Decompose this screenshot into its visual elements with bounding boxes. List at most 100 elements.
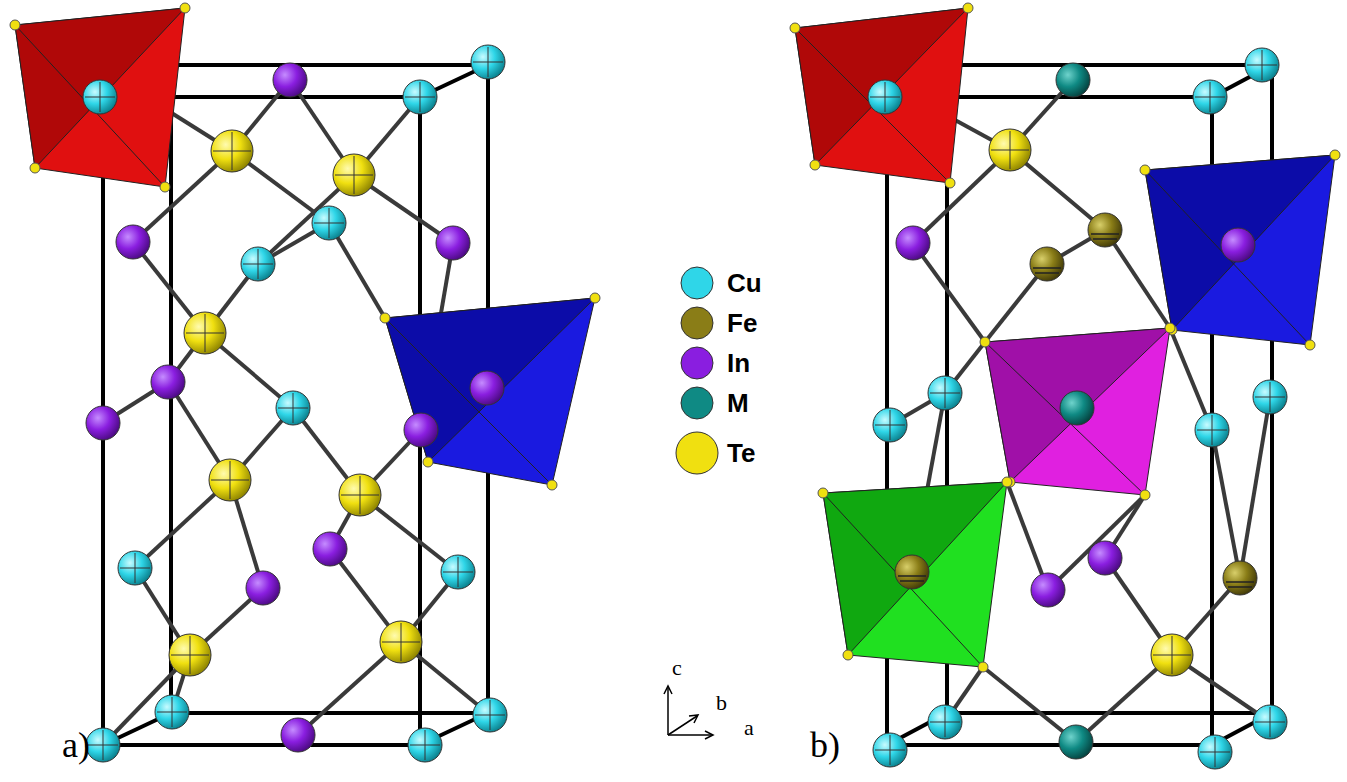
- tetrahedron: [795, 8, 968, 183]
- atom: [1060, 391, 1094, 425]
- atom: [241, 247, 275, 281]
- atom: [86, 406, 120, 440]
- atom-mark: [875, 735, 905, 765]
- tetrahedron-face: [795, 8, 968, 165]
- atom-mark: [991, 131, 1029, 169]
- atom-mark: [875, 410, 905, 440]
- atom: [408, 728, 442, 762]
- legend-text: In: [727, 350, 750, 376]
- te-vertex: [1165, 323, 1175, 333]
- atom: [281, 718, 315, 752]
- axis-label: c: [672, 657, 682, 679]
- atom: [896, 226, 930, 260]
- atom-mark: [211, 461, 249, 499]
- atom: [209, 459, 251, 501]
- cell-edge: [171, 711, 488, 715]
- tetrahedron-edge: [385, 318, 552, 485]
- atom-mark: [1153, 636, 1191, 674]
- axis-label: b: [716, 692, 727, 714]
- tetrahedron-edge: [15, 25, 165, 187]
- tetrahedron: [1145, 155, 1335, 345]
- panel-label: b): [810, 727, 840, 763]
- axis-label: a: [744, 717, 754, 739]
- te-vertex: [590, 293, 600, 303]
- atom: [1193, 80, 1227, 114]
- atom-mark: [213, 132, 251, 170]
- atom: [380, 621, 422, 663]
- atom-mark: [1033, 268, 1061, 273]
- atom: [83, 80, 117, 114]
- te-vertex: [980, 337, 990, 347]
- te-vertex: [843, 650, 853, 660]
- tetrahedron: [385, 298, 595, 485]
- tetrahedron-edge: [985, 342, 1145, 495]
- te-vertex: [810, 160, 820, 170]
- atom: [246, 571, 280, 605]
- tetrahedron: [823, 482, 1007, 667]
- atom-mark: [314, 208, 344, 238]
- te-vertex: [818, 488, 828, 498]
- te-vertex: [1140, 165, 1150, 175]
- legend-text: Te: [727, 440, 755, 466]
- tetrahedron: [15, 8, 185, 187]
- tetrahedron-face: [1145, 155, 1335, 330]
- atom: [86, 728, 120, 762]
- atom: [1088, 213, 1122, 247]
- atom: [1059, 725, 1093, 759]
- tetrahedron-face: [15, 8, 185, 168]
- te-vertex: [380, 313, 390, 323]
- atom: [118, 551, 152, 585]
- atom-mark: [243, 249, 273, 279]
- legend-swatch: [676, 432, 718, 474]
- atom: [1031, 573, 1065, 607]
- legend-swatch: [681, 347, 713, 379]
- atom: [1151, 634, 1193, 676]
- legend-text: M: [727, 390, 749, 416]
- te-vertex: [180, 3, 190, 13]
- atom-mark: [157, 697, 187, 727]
- atom-mark: [870, 82, 900, 112]
- panel-label: a): [62, 727, 90, 763]
- te-vertex: [423, 457, 433, 467]
- atom-mark: [475, 700, 505, 730]
- atom-mark: [171, 636, 209, 674]
- atom-mark: [88, 730, 118, 760]
- atom: [1030, 247, 1064, 281]
- atom: [1253, 380, 1287, 414]
- atom: [211, 130, 253, 172]
- bond: [1048, 495, 1145, 590]
- te-vertex: [963, 3, 973, 13]
- atom-mark: [1197, 415, 1227, 445]
- cell-edge: [171, 63, 488, 67]
- atom-mark: [382, 623, 420, 661]
- te-vertex: [30, 163, 40, 173]
- bond: [983, 667, 1076, 742]
- atom: [1253, 705, 1287, 739]
- te-vertex: [1140, 490, 1150, 500]
- te-vertex: [160, 182, 170, 192]
- atom-mark: [1255, 707, 1285, 737]
- atom-mark: [1255, 382, 1285, 412]
- tetrahedron-edge: [1145, 170, 1310, 345]
- bond: [1212, 430, 1240, 578]
- atom: [471, 45, 505, 79]
- atom: [873, 733, 907, 767]
- atom: [1088, 541, 1122, 575]
- bond: [913, 243, 985, 342]
- cell-edge: [947, 63, 1272, 67]
- atom: [339, 474, 381, 516]
- tetrahedron-face: [985, 328, 1170, 482]
- te-vertex: [10, 20, 20, 30]
- atom: [441, 555, 475, 589]
- atom: [1221, 228, 1255, 262]
- atom-mark: [405, 82, 435, 112]
- atom-mark: [341, 476, 379, 514]
- atom-mark: [1091, 234, 1119, 239]
- atom: [404, 413, 438, 447]
- te-vertex: [790, 23, 800, 33]
- te-vertex: [547, 480, 557, 490]
- atom-mark: [410, 730, 440, 760]
- atom: [928, 376, 962, 410]
- legend-swatch: [681, 387, 713, 419]
